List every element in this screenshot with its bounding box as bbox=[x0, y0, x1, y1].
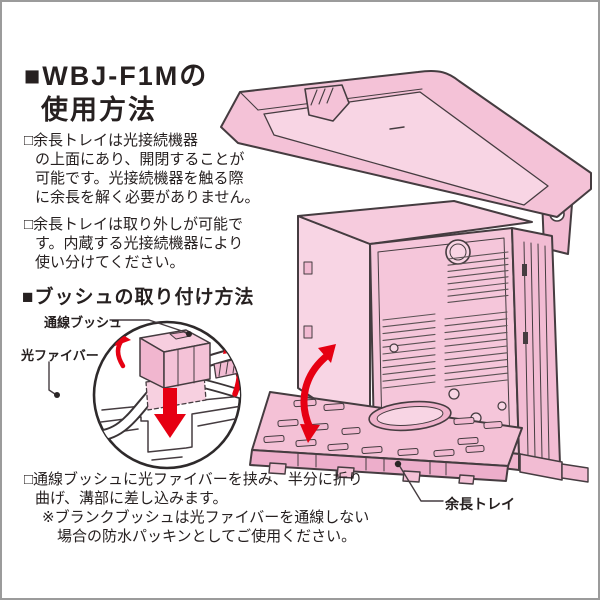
paragraph-line: の上面にあり、開閉することが bbox=[35, 151, 245, 168]
label-optical-fiber: 光ファイバー bbox=[21, 348, 99, 363]
vent-slats-right bbox=[444, 311, 508, 388]
vent-slats-upper bbox=[447, 251, 509, 303]
side-wall bbox=[511, 227, 561, 465]
paragraph-line: す。内蔵する光接続機器により bbox=[35, 235, 244, 252]
arrow-down-icon bbox=[154, 388, 186, 438]
label-surplus-tray: 余長トレイ bbox=[445, 496, 515, 512]
paragraph-bushing-howto: □通線ブッシュに光ファイバーを挟み、半分に折り 曲げ、溝部に差し込みます。 ※ブ… bbox=[24, 470, 369, 546]
paragraph-line: 場合の防水パッキンとしてご使用ください。 bbox=[57, 528, 357, 545]
leader-line-fiber bbox=[48, 361, 60, 398]
tray-slots bbox=[263, 398, 503, 458]
leader-line-bushing bbox=[109, 319, 192, 337]
paragraph-line: 可能です。光接続機器を触る際 bbox=[35, 170, 244, 187]
page-title-line1: ■WBJ-F1Mの bbox=[24, 61, 209, 91]
device-illustration bbox=[220, 70, 592, 502]
vent-slats-left bbox=[382, 313, 436, 389]
surplus-tray bbox=[249, 391, 523, 485]
paragraph-line: に余長を解く必要がありません。 bbox=[35, 189, 260, 206]
leader-line-tray bbox=[394, 460, 444, 502]
paragraph-line: 曲げ、溝部に差し込みます。 bbox=[35, 490, 228, 507]
tray-hole bbox=[368, 400, 452, 432]
page-title-line2: 使用方法 bbox=[41, 95, 157, 125]
paragraph-line: 使い分けてください。 bbox=[35, 254, 185, 271]
paragraph-line: □通線ブッシュに光ファイバーを挟み、半分に折り bbox=[24, 471, 363, 488]
paragraph-line: □余長トレイは取り外しが可能で bbox=[24, 216, 244, 233]
label-tsusen-bushing: 通線ブッシュ bbox=[44, 315, 123, 330]
paragraph-line: ※ブランクブッシュは光ファイバーを通線しない bbox=[42, 509, 370, 526]
bushing bbox=[139, 329, 240, 411]
lid bbox=[220, 70, 592, 218]
page-title: ■WBJ-F1Mの 使用方法 bbox=[24, 59, 208, 127]
bushing-inset bbox=[48, 319, 242, 470]
paragraph-tray-open: □余長トレイは光接続機器 の上面にあり、開閉することが 可能です。光接続機器を触… bbox=[24, 131, 260, 207]
paragraph-tray-removable: □余長トレイは取り外しが可能で す。内蔵する光接続機器により 使い分けてください… bbox=[24, 215, 243, 272]
section-heading-bushing: ■ブッシュの取り付け方法 bbox=[22, 287, 255, 308]
lid-latch bbox=[304, 84, 350, 122]
paragraph-line: □余長トレイは光接続機器 bbox=[24, 132, 199, 149]
swing-arrow-icon bbox=[300, 344, 336, 443]
